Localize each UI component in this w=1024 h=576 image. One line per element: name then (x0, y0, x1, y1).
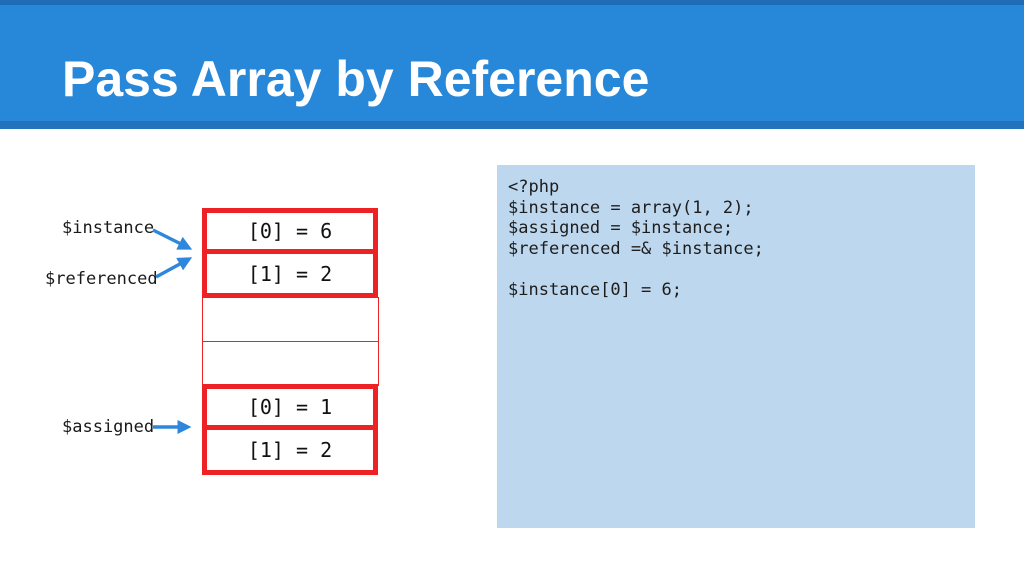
memory-cell-1: [1] = 2 (202, 249, 378, 298)
memory-cell-empty-2 (202, 341, 379, 386)
memory-cell-0: [0] = 6 (202, 208, 378, 254)
memory-cell-empty-1 (202, 297, 379, 343)
page-title: Pass Array by Reference (62, 51, 650, 107)
php-code: <?php $instance = array(1, 2); $assigned… (508, 177, 764, 300)
label-referenced: $referenced (45, 269, 158, 289)
label-instance: $instance (62, 218, 155, 238)
arrow-instance (152, 228, 193, 250)
code-panel: <?php $instance = array(1, 2); $assigned… (497, 165, 975, 528)
arrow-referenced (155, 257, 193, 279)
label-assigned: $assigned (62, 417, 155, 437)
memory-cell-3: [1] = 2 (202, 425, 378, 475)
title-banner: Pass Array by Reference (0, 0, 1024, 129)
memory-cell-2: [0] = 1 (202, 384, 378, 430)
